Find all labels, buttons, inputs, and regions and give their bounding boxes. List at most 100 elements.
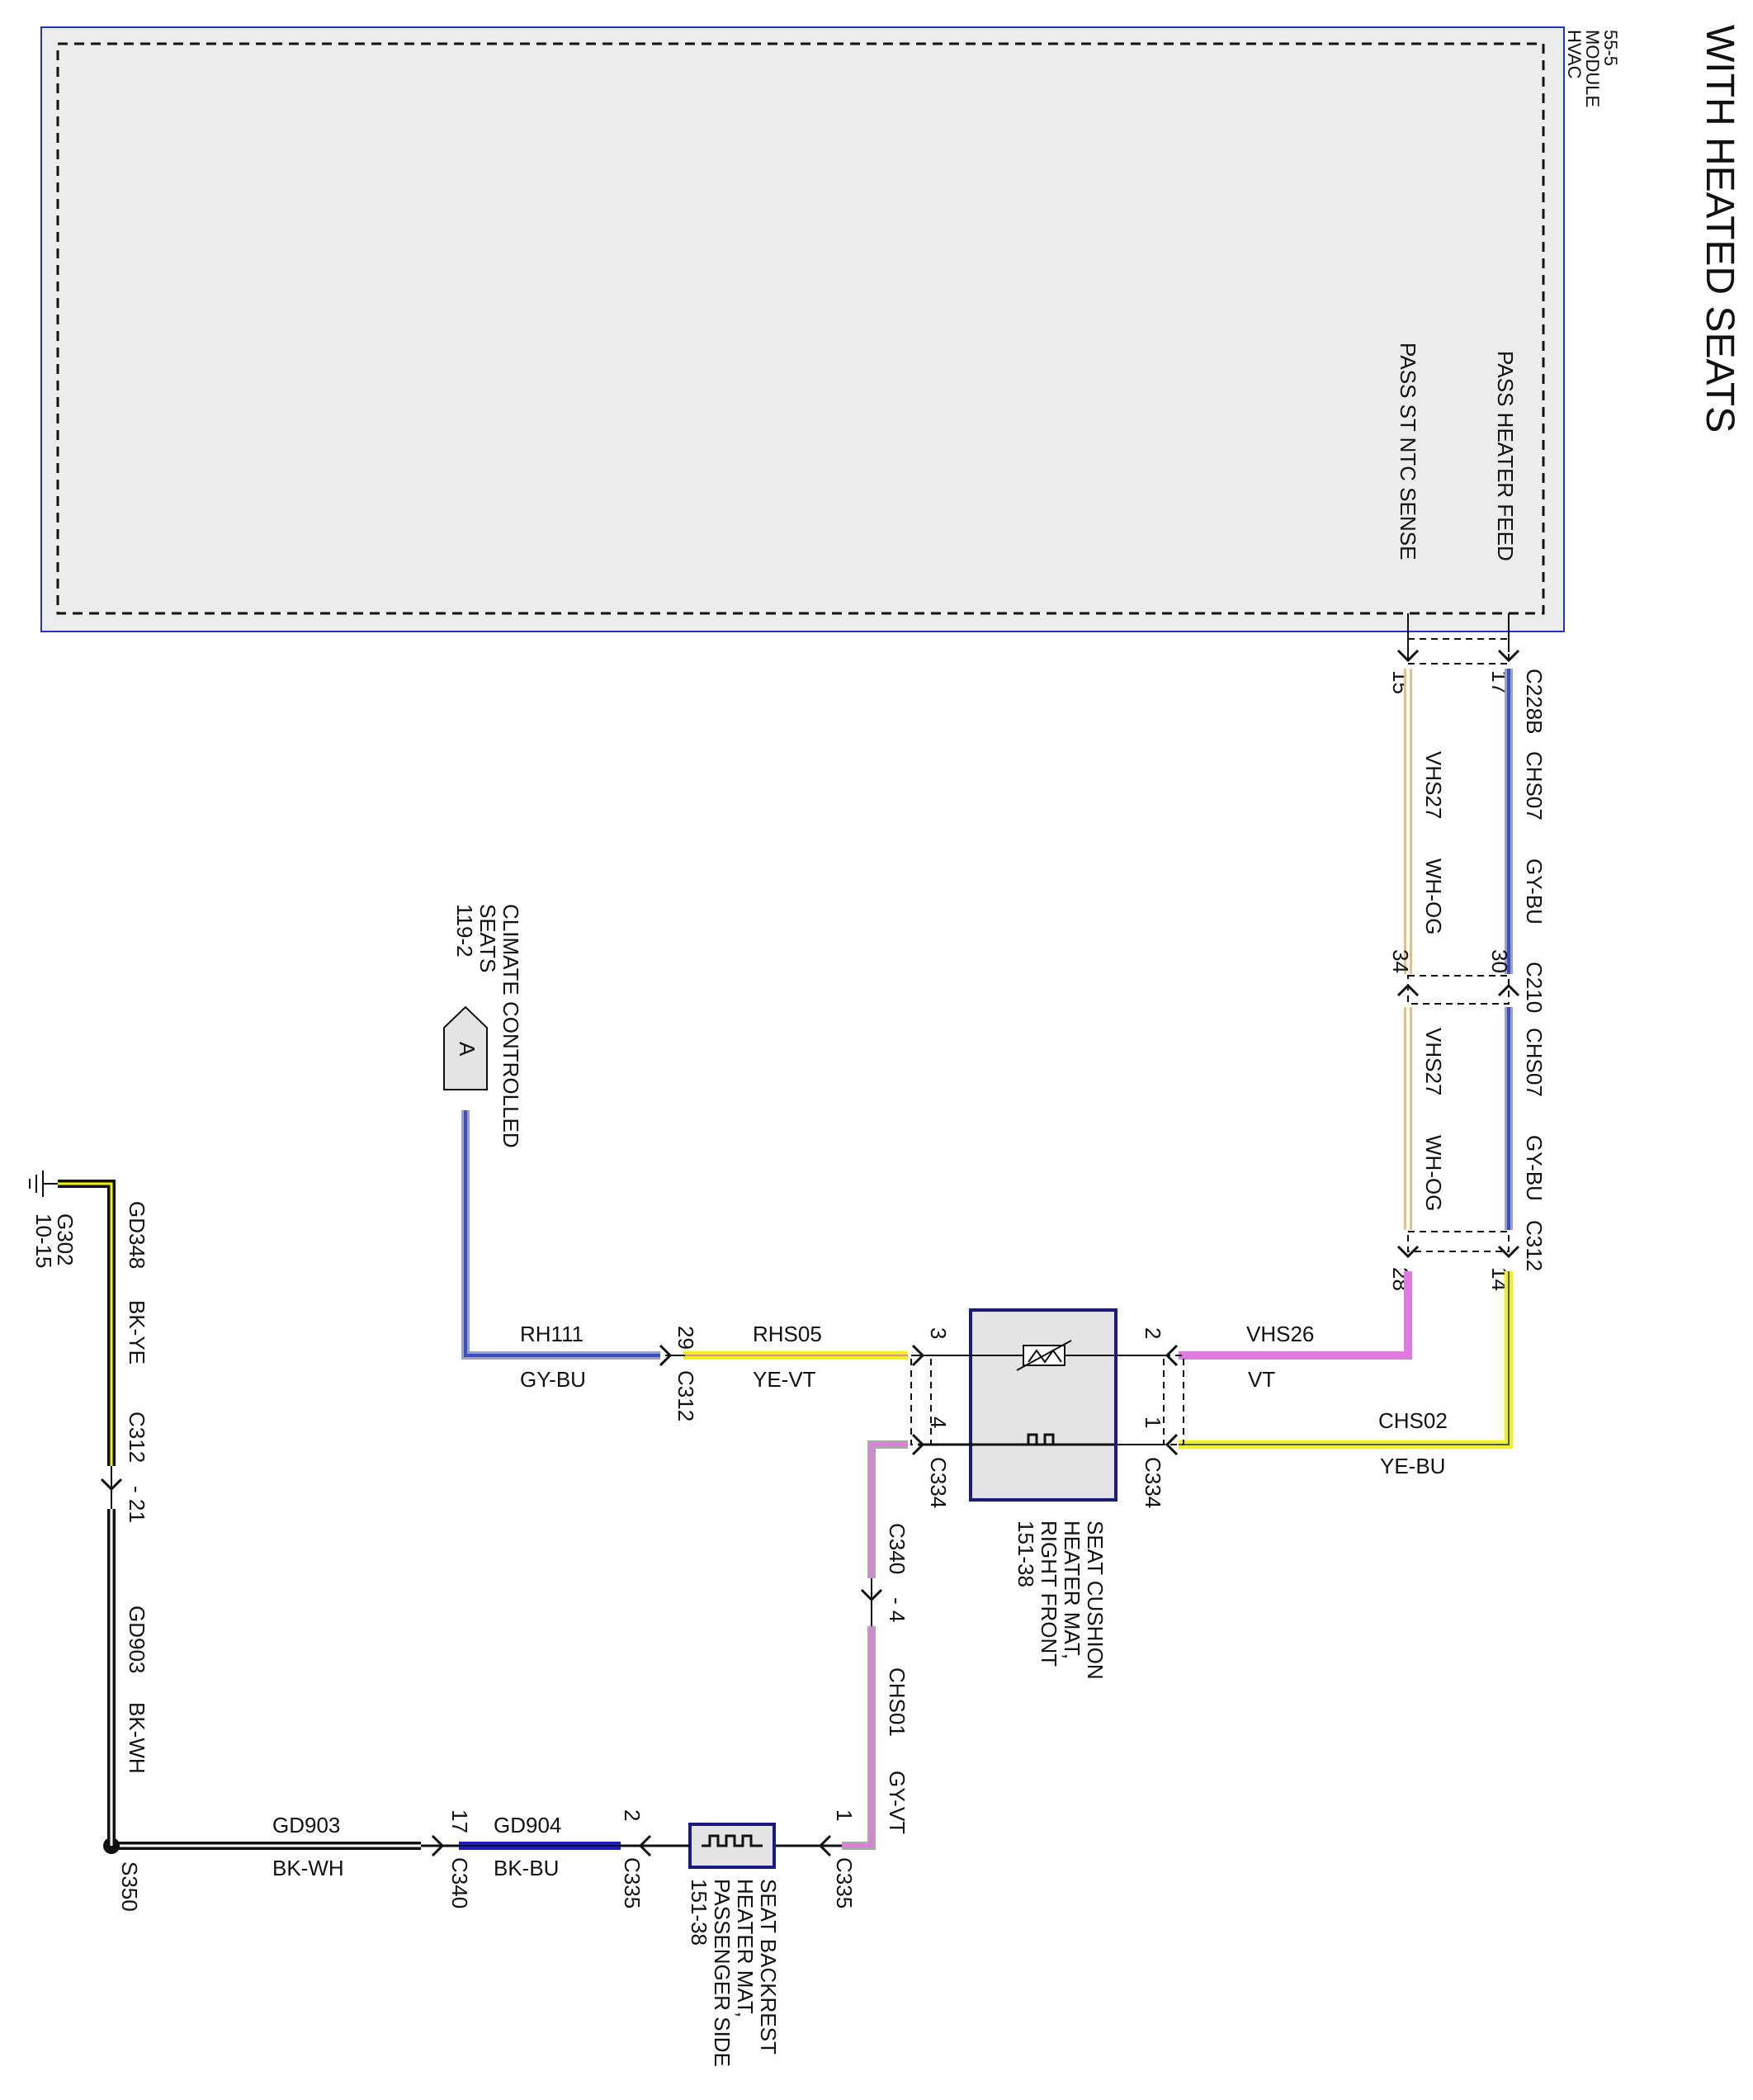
wire-gd903-vertical-circuit: GD903: [125, 1606, 149, 1673]
connector-arrow-4: [911, 1433, 925, 1456]
wire-gd348-stripe: [58, 1182, 113, 1466]
connector-arrow-1: [1165, 1433, 1179, 1456]
wire-rh111: [461, 1110, 660, 1360]
connector-c340-vertical-pin: - 4: [885, 1597, 910, 1622]
connector-arrow-14: [1497, 1245, 1520, 1259]
wire-rh111-color: GY-BU: [520, 1367, 586, 1392]
climate-ref-line2: SEATS: [475, 904, 500, 972]
wire-gd903-vertical-color: BK-WH: [125, 1702, 149, 1774]
climate-ref-ref: 119-2: [452, 904, 477, 958]
wire-vhs27-b-color: WH-OG: [1421, 1135, 1446, 1211]
pin-30-label: 30: [1487, 949, 1512, 973]
wire-rh111-stripe: [464, 1110, 660, 1357]
connector-c334-left-outline: [910, 1355, 932, 1445]
wire-gd904-color: BK-BU: [494, 1856, 559, 1880]
pin-29-label: 29: [673, 1326, 698, 1350]
ground-icon: [29, 1171, 58, 1197]
ground-g302-ref: 10-15: [31, 1213, 56, 1269]
ground-g302-label: G302: [53, 1213, 78, 1266]
connector-arrow-15: [1396, 649, 1420, 663]
pin-1-label: 1: [1141, 1417, 1165, 1428]
wire-vhs27-a-color: WH-OG: [1421, 858, 1446, 934]
connector-arrow-2: [1165, 1344, 1179, 1367]
cushion-mat-line3: RIGHT FRONT: [1037, 1521, 1061, 1667]
wire-gd903-horizontal-circuit: GD903: [272, 1813, 340, 1838]
connector-arrow-34: [1396, 983, 1420, 997]
connector-c210-label: C210: [1522, 962, 1547, 1013]
connector-c228b-label: C228B: [1522, 669, 1547, 735]
backrest-mat-line2: HEATER MAT,: [733, 1879, 758, 2017]
wire-rhs05-circuit: RHS05: [753, 1322, 822, 1346]
wire-chs01-circuit: CHS01: [885, 1667, 910, 1737]
pin-34-label: 34: [1388, 949, 1413, 973]
connector-c340-horizontal-pin: 17: [447, 1809, 472, 1833]
connector-arrow-30: [1497, 983, 1520, 997]
connector-c334-right-outline: [1163, 1355, 1184, 1445]
wire-gd348-circuit: GD348: [125, 1201, 149, 1269]
connector-c312-ground-pin: - 21: [125, 1486, 149, 1523]
connector-c335-right-label: C335: [832, 1857, 857, 1908]
wire-chs01-lower-stripe: [842, 1626, 873, 1847]
reference-a-letter: A: [455, 1042, 480, 1057]
hvac-module-name-1: HVAC: [1564, 30, 1585, 79]
wire-chs07-a-circuit: CHS07: [1522, 751, 1547, 821]
hvac-module-box: [40, 26, 1565, 632]
backrest-mat-line1: SEAT BACKREST: [756, 1879, 781, 2055]
pin-2-label: 2: [1141, 1327, 1165, 1339]
wire-gd904-circuit: GD904: [494, 1813, 561, 1838]
pin-4-label: 4: [926, 1417, 951, 1428]
connector-c335-left-pin: 2: [620, 1809, 645, 1821]
connector-arrow-3: [911, 1344, 925, 1367]
heater-element-icon: [1022, 1433, 1061, 1446]
cushion-mat-line1: SEAT CUSHION: [1083, 1521, 1108, 1680]
seat-cushion-heater-mat: [969, 1308, 1117, 1502]
connector-c340-vertical-label: C340: [885, 1523, 910, 1574]
connector-c312-ground-label: C312: [125, 1412, 149, 1463]
wire-vhs26-color: VT: [1248, 1367, 1275, 1392]
wire-rhs05-color: YE-VT: [753, 1367, 816, 1392]
wire-rh111-circuit: RH111: [520, 1322, 584, 1346]
connector-c228b-outline: [1407, 638, 1510, 665]
wire-chs01-upper-stripe: [870, 1443, 908, 1578]
cushion-mat-line2: HEATER MAT,: [1060, 1521, 1084, 1659]
wire-chs07-a-color: GY-BU: [1522, 858, 1547, 925]
climate-ref-line1: CLIMATE CONTROLLED: [498, 904, 523, 1148]
connector-c334-right-label: C334: [1141, 1457, 1165, 1508]
connector-c210-outline: [1407, 975, 1510, 1005]
cushion-mat-ref: 151-38: [1014, 1521, 1038, 1587]
pin-label-pass-st-ntc-sense: PASS ST NTC SENSE: [1396, 343, 1420, 560]
hvac-module-ref: 55-5: [1600, 30, 1621, 66]
hvac-module-dashed-border: [56, 42, 1545, 615]
backrest-mat-ref: 151-38: [687, 1879, 711, 1946]
wire-chs02-circuit: CHS02: [1378, 1408, 1448, 1433]
connector-arrow-17: [1497, 649, 1520, 663]
reference-a-arrow: [443, 1005, 488, 1090]
thermistor-icon: [1016, 1340, 1072, 1371]
wire-vhs26-circuit: VHS26: [1246, 1322, 1314, 1346]
wire-chs07-b-color: GY-BU: [1522, 1135, 1547, 1201]
connector-c335-left-label: C335: [620, 1857, 645, 1908]
connector-c334-left-label: C334: [926, 1457, 951, 1508]
pin-label-pass-heater-feed: PASS HEATER FEED: [1493, 351, 1518, 561]
wire-chs02-stripe: [1179, 1271, 1510, 1445]
wire-chs07-b-circuit: CHS07: [1522, 1028, 1547, 1097]
wire-gd903-horizontal-color: BK-WH: [272, 1856, 344, 1880]
backrest-heater-element-icon: [702, 1834, 763, 1847]
splice-s350-label: S350: [117, 1861, 142, 1912]
connector-arrow-28: [1396, 1245, 1420, 1259]
wire-vhs26: [1179, 1271, 1412, 1360]
wire-vhs27-b-circuit: VHS27: [1421, 1028, 1446, 1095]
wire-chs02-color: YE-BU: [1380, 1454, 1445, 1478]
hvac-module-name-2: MODULE: [1582, 30, 1603, 107]
wire-gd348-color: BK-YE: [125, 1300, 149, 1365]
backrest-mat-line3: PASSENGER SIDE: [710, 1879, 735, 2067]
connector-c312-top-label: C312: [1522, 1220, 1547, 1271]
connector-c312-left-label: C312: [673, 1370, 698, 1421]
diagram-title: WITH HEATED SEATS: [1698, 25, 1741, 433]
connector-c312-top-outline: [1407, 1231, 1510, 1252]
wire-chs01-color: GY-VT: [885, 1771, 910, 1834]
connector-c335-right-pin: 1: [832, 1809, 857, 1821]
connector-c340-horizontal-label: C340: [447, 1857, 472, 1908]
pin-3-label: 3: [926, 1327, 951, 1339]
